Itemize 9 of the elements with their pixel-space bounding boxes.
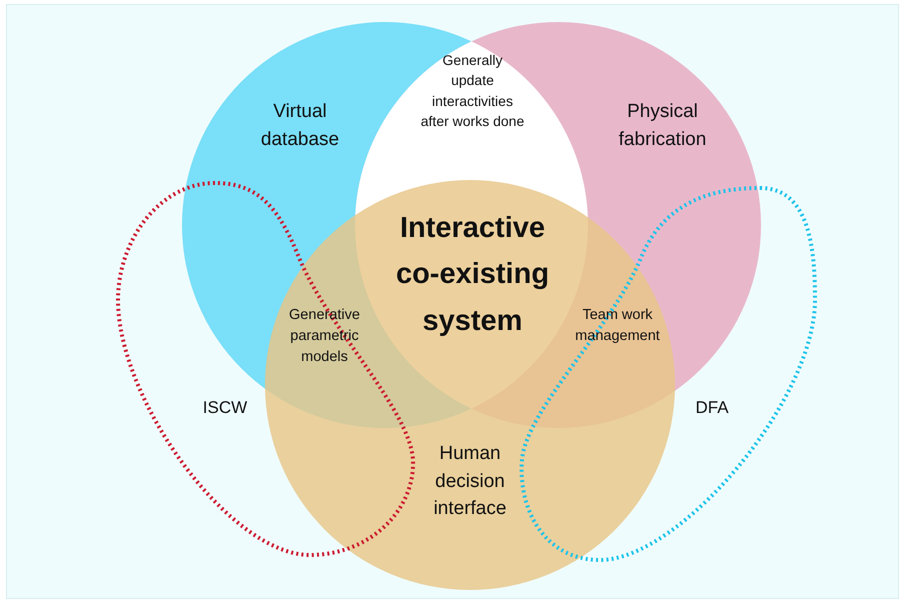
circle-label: Virtual database bbox=[260, 100, 340, 152]
loop-label: DFA bbox=[694, 397, 730, 419]
loop-label: ISCW bbox=[202, 397, 248, 419]
overlap-label: Team work management bbox=[574, 306, 661, 346]
center-title: Interactive co-existing system bbox=[394, 211, 550, 339]
overlap-label: Generally update interactivities after works done bbox=[420, 51, 525, 131]
overlap-label: Generative parametric models bbox=[288, 306, 361, 368]
circle-label: Human decision interface bbox=[432, 442, 508, 522]
circle-label: Physical fabrication bbox=[618, 100, 708, 152]
